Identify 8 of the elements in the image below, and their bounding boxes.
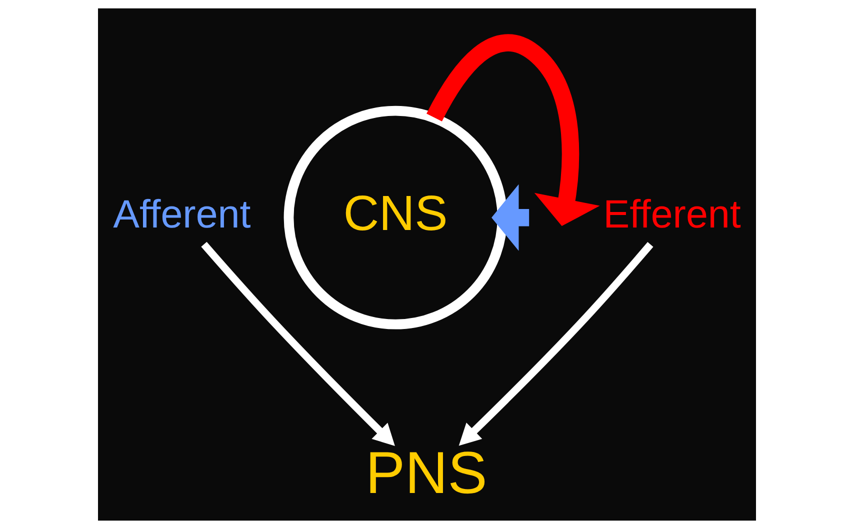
arrow xyxy=(492,184,530,251)
node-text: Efferent xyxy=(603,192,741,237)
arrow xyxy=(426,34,600,226)
node-text: Afferent xyxy=(113,192,251,237)
arrow xyxy=(458,242,654,446)
arrow xyxy=(201,242,395,446)
node-circle: CNS xyxy=(284,106,508,330)
node-text: PNS xyxy=(365,438,488,506)
